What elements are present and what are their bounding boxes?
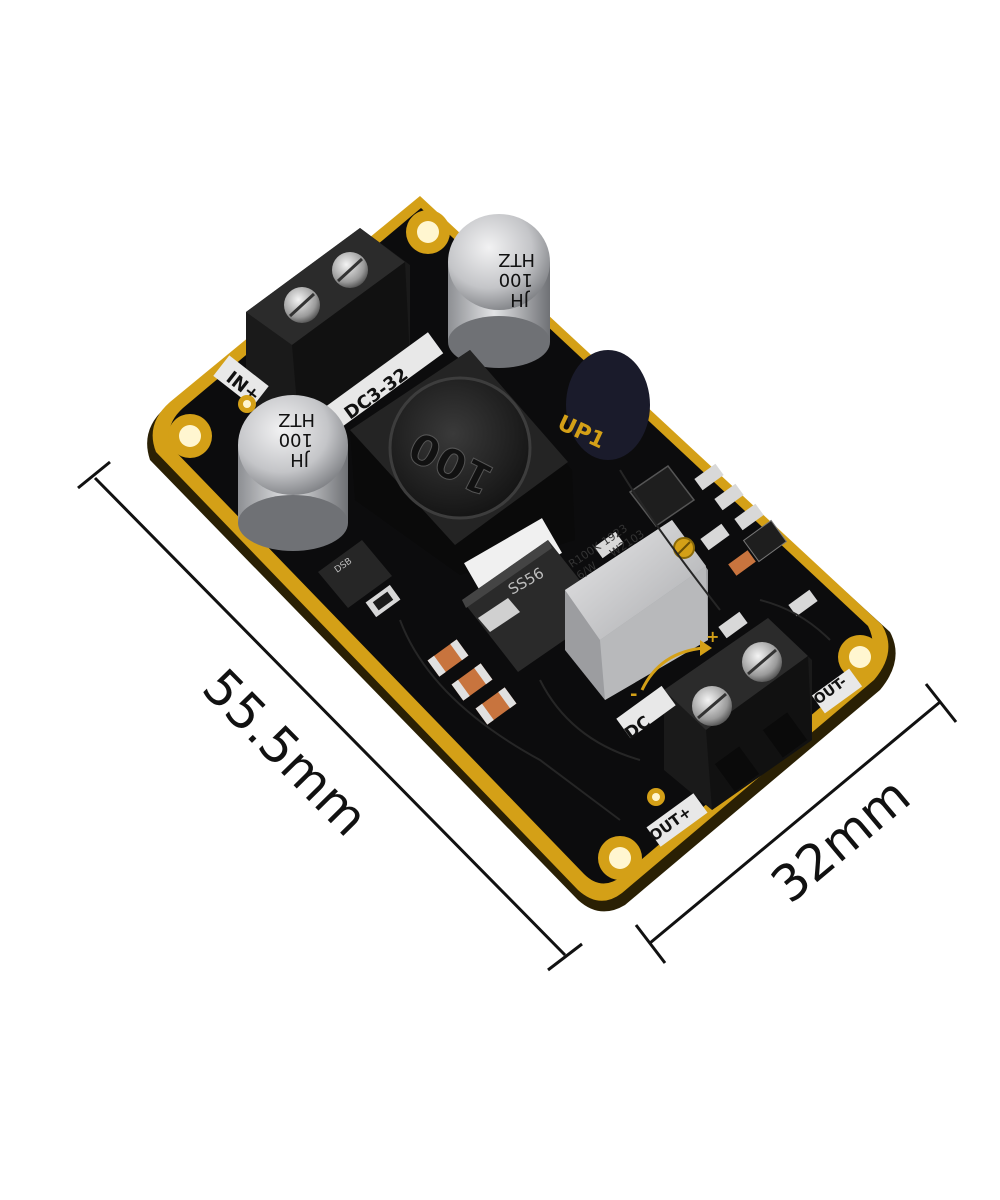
power-inductor: 100 [350,350,575,598]
schottky-diode: SS56 [462,540,605,672]
mounting-hole-bottom [598,836,642,880]
smd-components-right [594,463,818,639]
output-terminal-block [664,618,812,810]
pot-plus-label: + [706,627,719,646]
adjust-arrow: - + [630,627,719,705]
mounting-hole-left [168,414,212,458]
marking-blob [566,350,650,460]
ceramic-capacitor-1 [427,639,469,677]
capacitor-left-text-3: HTZ [278,409,315,430]
capacitor-top: JH 100 HTZ [448,214,550,368]
via-out [647,788,665,806]
smd-components-left [365,584,401,618]
mounting-hole-right [838,635,882,679]
pot-minus-label: - [630,684,637,705]
width-label: 32mm [760,766,921,914]
ceramic-capacitor-2 [451,663,493,701]
potentiometer[interactable]: 1923 W2103 R100K 6/W [565,516,708,700]
capacitor-left: JH 100 HTZ [238,395,348,551]
length-label: 55.5mm [191,658,379,848]
mounting-hole-top [406,210,450,254]
capacitor-top-text-1: JH [510,289,530,310]
capacitor-left-text-1: JH [290,449,310,470]
via-in [238,395,256,413]
capacitor-top-text-2: 100 [499,269,533,290]
capacitor-left-text-2: 100 [279,429,313,450]
ceramic-capacitor-3 [475,687,517,725]
pcb-traces [399,469,831,821]
capacitor-top-text-3: HTZ [498,249,535,270]
small-diode: DSB [318,540,392,608]
